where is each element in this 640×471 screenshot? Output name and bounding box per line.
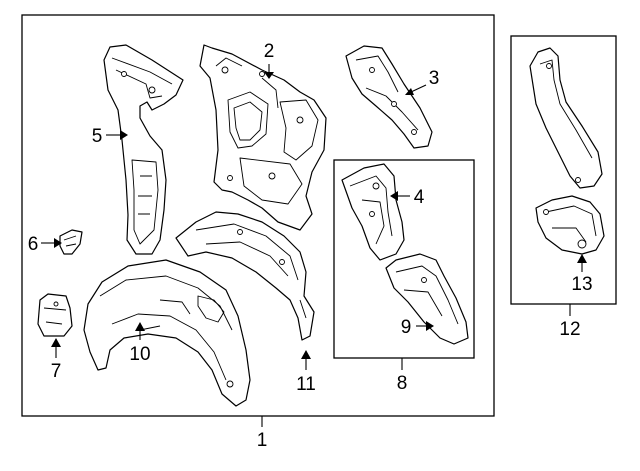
callout-2: 2: [264, 41, 275, 62]
callout-1: 1: [257, 430, 268, 451]
callout-6: 6: [28, 234, 39, 255]
callout-8: 8: [397, 373, 408, 394]
part-9-lower-reinforcement: [385, 253, 469, 345]
callout-7: 7: [51, 361, 62, 382]
leader-lines: [41, 64, 587, 427]
callout-3: 3: [429, 68, 440, 89]
part-3-upper-reinforcement: [345, 45, 433, 149]
part-4-pillar-reinforcement: [341, 163, 405, 261]
callout-9: 9: [401, 317, 412, 338]
part-5-rear-pillar: [103, 44, 184, 255]
sub-assembly-12-frame: [510, 35, 617, 305]
callout-12: 12: [559, 319, 580, 340]
part-11-wheelhouse-extension: [175, 211, 315, 341]
callout-11: 11: [296, 374, 316, 395]
callout-10: 10: [129, 344, 150, 365]
part-6-clip: [59, 229, 83, 255]
main-assembly-frame: [21, 14, 495, 417]
part-13-bracket: [535, 195, 605, 255]
sub-assembly-8-frame: [333, 159, 475, 359]
part-12-pillar-extension: [529, 47, 603, 189]
part-10-wheelhouse: [83, 259, 251, 407]
callout-5: 5: [92, 126, 103, 147]
part-2-quarter-inner-panel: [199, 44, 327, 231]
part-7-bracket: [37, 293, 73, 337]
callout-4: 4: [414, 187, 425, 208]
callout-13: 13: [571, 274, 592, 295]
